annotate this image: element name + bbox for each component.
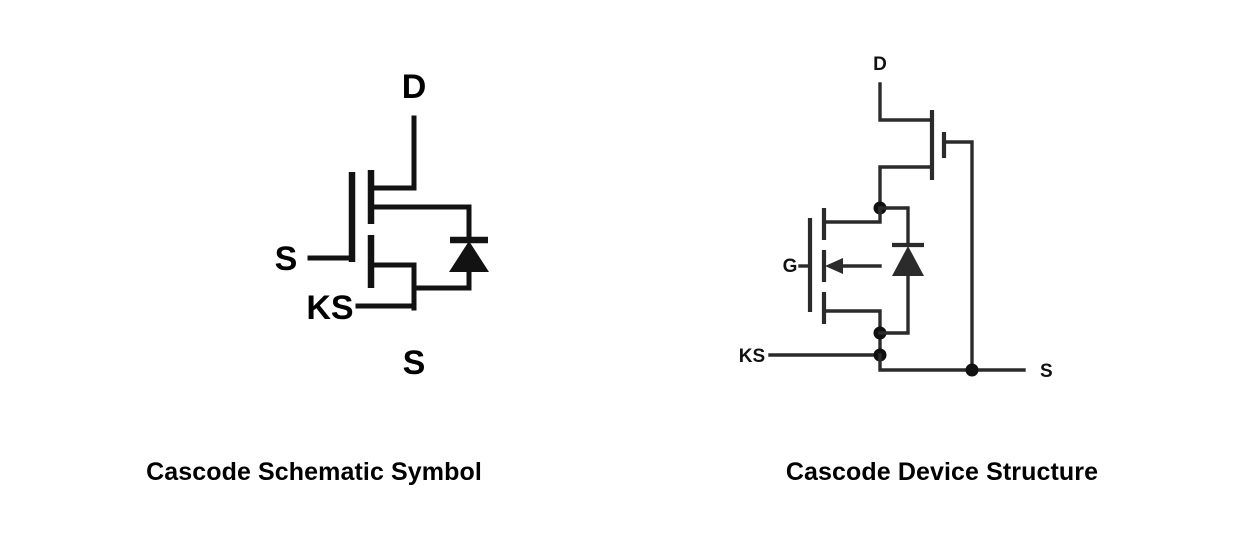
- wire-diode-anode-rail: [878, 274, 910, 335]
- terminal-label-kelvin-source: KS: [306, 289, 353, 327]
- wire-jfet-gate-to-source-rail: [942, 140, 974, 372]
- wire-mosfet-source-lead: [822, 309, 882, 357]
- panel-cascode-device-structure: D G: [628, 0, 1256, 549]
- diode-anode-triangle: [449, 241, 489, 272]
- wire-source-rail: [878, 353, 1026, 372]
- cascode-device-structure-drawing: D G: [739, 54, 1053, 382]
- terminal-label-source-top: S: [275, 240, 298, 278]
- caption-cascode-device-structure: Cascode Device Structure: [785, 458, 1099, 486]
- terminal-label-source-bottom: S: [403, 344, 426, 382]
- wire-drain-lead: [368, 115, 417, 191]
- terminal-label-gate: G: [783, 256, 798, 277]
- caption-cascode-schematic-symbol: Cascode Schematic Symbol: [146, 458, 482, 486]
- diode-anode-triangle: [892, 246, 924, 276]
- node-dot-source: [965, 363, 979, 377]
- terminal-label-source: S: [1040, 361, 1053, 382]
- wire-jfet-source-to-node: [878, 165, 934, 210]
- terminal-label-kelvin-source: KS: [739, 346, 765, 367]
- wire-diode-cathode-rail: [878, 206, 910, 245]
- cascode-schematic-symbol-drawing: D S KS S: [275, 68, 489, 382]
- terminal-label-drain: D: [873, 54, 887, 75]
- wire-mosfet-drain-lead: [822, 206, 882, 224]
- wire-drain-to-diode-cathode: [368, 204, 472, 239]
- wire-drain-lead: [878, 82, 934, 122]
- panel-cascode-schematic-symbol: D S KS S: [146, 68, 489, 486]
- mosfet-body-arrowhead: [825, 258, 843, 274]
- terminal-label-drain: D: [402, 68, 427, 106]
